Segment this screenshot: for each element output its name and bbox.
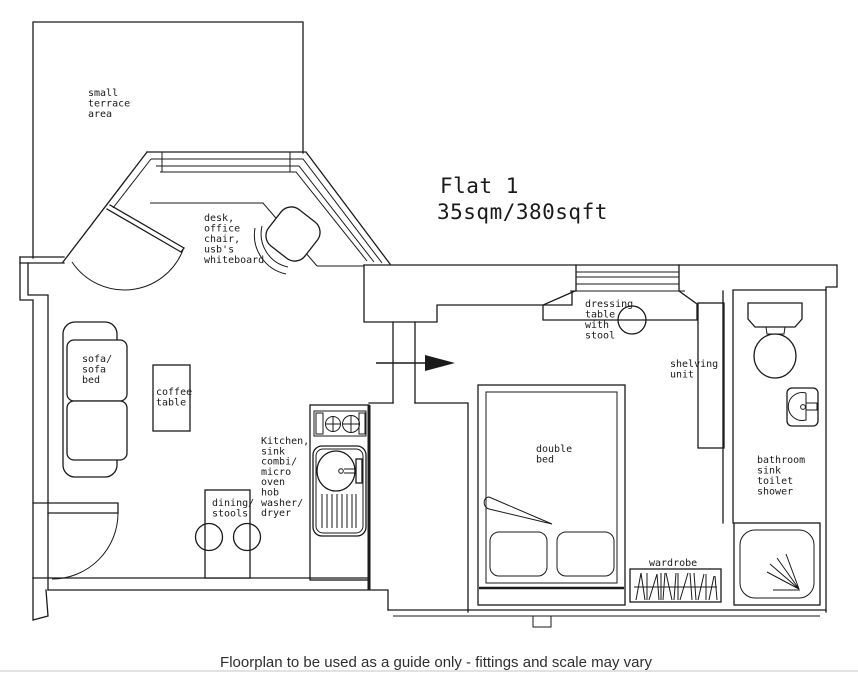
bay-window [62,151,391,265]
entrance-passage [368,321,469,613]
label-line: sofa [82,365,106,376]
sofa [62,321,128,478]
label-line: Kitchen, [261,436,309,447]
shelving-unit [697,302,725,449]
label-bathroom: bathroom sink toilet shower [757,455,805,498]
outer-walls [19,256,838,628]
label-line: oven [261,477,285,488]
terrace-door [71,204,185,291]
wardrobe [629,568,722,603]
stool [617,305,647,335]
label-line: small [88,88,118,99]
pillow [489,531,548,577]
label-line: sofa/ [82,354,112,365]
label-line: toilet [757,476,793,487]
dining-table [194,489,262,579]
office-chair [253,206,321,275]
label-line: wardrobe [649,558,697,569]
label-line: with [585,320,609,331]
hangers [635,572,718,601]
label-coffee-table: coffee table [156,387,192,409]
footer-disclaimer: Floorplan to be used as a guide only - f… [220,654,652,671]
label-line: micro [261,467,291,478]
label-desk: desk, office chair, usb's whiteboard [204,213,264,266]
sheet-fold [483,496,553,525]
bathroom-sink [786,387,819,427]
door-swing-arc [71,249,184,291]
label-kitchen: Kitchen, sink combi/ micro oven hob wash… [261,436,309,519]
double-bed [477,384,626,606]
spray-lines [766,553,800,591]
interior-door [32,502,119,580]
terrace-walls [32,21,304,259]
label-line: coffee [156,387,192,398]
tap [805,402,818,411]
label-sofa: sofa/ sofa bed [82,354,112,386]
label-line: usb's [204,245,234,256]
label-line: stool [585,331,615,342]
label-terrace: small terrace area [88,88,130,120]
label-dressing-table: dressing table with stool [585,299,633,342]
flat-area: 35sqm/380sqft [437,200,608,224]
label-line: bathroom [757,455,805,466]
kitchen-counter [309,404,370,581]
label-bed: double bed [536,444,572,466]
label-line: sink [757,466,781,477]
label-line: hob [261,488,279,499]
label-line: bed [536,455,554,466]
label-line: desk, [204,213,234,224]
hob [313,410,367,437]
label-line: table [156,398,186,409]
label-line: office [204,224,240,235]
pillow [556,531,615,577]
label-dining: dining/ stools [212,498,254,520]
label-line: terrace [88,99,130,110]
label-line: shower [757,487,793,498]
label-line: chair, [204,234,240,245]
entrance-arrow [376,355,455,371]
label-shelving: shelving unit [670,359,718,381]
label-line: unit [670,370,694,381]
label-line: dining/ [212,498,254,509]
drainer-lines [321,494,357,528]
label-line: whiteboard [204,255,264,266]
label-line: double [536,444,572,455]
flat-title: Flat 1 [440,174,519,198]
stool [194,522,224,552]
label-line: combi/ [261,457,297,468]
label-line: dressing [585,299,633,310]
coffee-table [152,364,191,432]
door-swing-arc [51,512,119,580]
wall-tab [532,616,552,628]
label-line: stools [212,509,248,520]
label-line: dryer [261,508,291,519]
toilet [747,302,803,379]
label-line: washer/ [261,498,303,509]
stool [232,522,262,552]
label-line: area [88,109,112,120]
bathroom-partition-wall [722,290,734,524]
hall-window [570,264,685,292]
wall-stub [32,577,49,621]
label-line: sink [261,446,285,457]
label-line: table [585,310,615,321]
kitchen-sink [312,445,367,537]
tap [355,458,363,484]
dressing-table [542,290,698,335]
label-line: bed [82,375,100,386]
plan-title: Flat 1 35sqm/380sqft [437,174,608,224]
shower [733,522,821,606]
label-line: shelving [670,359,718,370]
footer: Floorplan to be used as a guide only - f… [0,654,858,672]
label-wardrobe: wardrobe [649,558,697,569]
